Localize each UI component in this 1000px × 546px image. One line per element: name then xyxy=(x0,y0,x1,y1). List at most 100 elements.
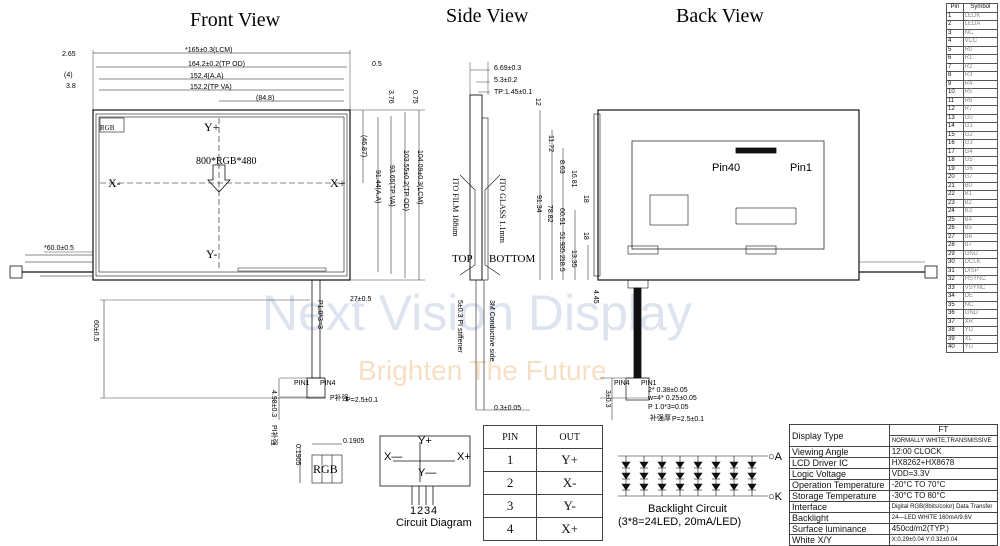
lcd-pin-symbol: B0 xyxy=(962,181,999,191)
led-icon xyxy=(711,483,721,491)
led-icon xyxy=(639,461,649,469)
axis-y-minus: Y- xyxy=(206,247,217,261)
spec-key: Viewing Angle xyxy=(789,446,890,458)
dim-left-2: (4) xyxy=(64,72,73,79)
lcd-pin-symbol: B5 xyxy=(962,224,999,234)
front-p-note: P补强 xyxy=(330,393,349,402)
lcd-pin-number: 34 xyxy=(946,292,964,302)
lcd-pin-number: 36 xyxy=(946,309,964,319)
back-side-dim: 3±0.3 xyxy=(604,390,611,408)
led-icon xyxy=(711,461,721,469)
lcd-pin-number: 21 xyxy=(946,181,964,191)
spec-key: Display Type xyxy=(789,424,890,447)
dim-connector: *60.0±0.5 xyxy=(44,245,74,252)
led-icon xyxy=(711,472,721,480)
lcd-pin-symbol: G2 xyxy=(962,130,999,140)
lcd-pin-symbol: G5 xyxy=(962,156,999,166)
back-pin4: PIN4 xyxy=(614,380,630,387)
lcd-pin-symbol: G0 xyxy=(962,113,999,123)
lcd-pin-symbol: R7 xyxy=(962,105,999,115)
lcd-pin-number: 7 xyxy=(946,62,964,72)
dim-lcm-height: 104.09±0.3(LCM) xyxy=(416,150,423,204)
spec-value: 450cd/m2(TYP.) xyxy=(888,523,999,535)
lcd-pin-number: 26 xyxy=(946,224,964,234)
back-p-dim: P=2.5±0.1 xyxy=(672,416,704,423)
back-dim-445: 4.45 xyxy=(592,290,599,304)
side-top: TOP xyxy=(452,253,473,265)
lcd-pin-number: 5 xyxy=(946,45,964,55)
led-icon xyxy=(657,461,667,469)
lcd-pin-number: 6 xyxy=(946,54,964,64)
touch-pin-out: X+ xyxy=(536,517,603,541)
spec-value: Digital RGB(8bits/color) Data Transfer xyxy=(888,501,999,513)
back-dim-1172: 11.72 xyxy=(547,135,554,152)
front-view xyxy=(9,50,425,420)
dim-lcm-width: *165±0.3(LCM) xyxy=(185,47,232,54)
lcd-pin-symbol: HSYNC xyxy=(962,275,999,285)
watermark-slogan: Brighten The Future xyxy=(358,355,607,386)
lcd-pin-symbol: B4 xyxy=(962,215,999,225)
front-view-title: Front View xyxy=(190,9,281,31)
lcd-pin-symbol: G6 xyxy=(962,164,999,174)
led-icon xyxy=(675,483,685,491)
back-dim-185: 18.5 xyxy=(558,258,565,272)
lcd-pin-number: 28 xyxy=(946,241,964,251)
front-pin1: PIN1 xyxy=(294,380,310,387)
led-icon xyxy=(693,472,703,480)
side-conductive: 3M Conductive side xyxy=(488,300,495,362)
touch-pin-out: X- xyxy=(536,471,603,495)
lcd-pin-symbol: NC xyxy=(962,300,999,310)
lcd-pin-number: 29 xyxy=(946,249,964,259)
back-view-labels: 12 11.72 91.34 78.82 60.51 51.9 35.2 18.… xyxy=(534,98,812,423)
spec-key: Storage Temperature xyxy=(789,490,890,502)
resolution-label: 800*RGB*480 xyxy=(196,156,257,167)
lcd-pin-number: 19 xyxy=(946,164,964,174)
lcd-pin-symbol: G4 xyxy=(962,147,999,157)
back-dim-519: 51.9 xyxy=(558,232,565,246)
touch-pin-out: Y+ xyxy=(536,448,603,472)
lcd-pin-symbol: B1 xyxy=(962,190,999,200)
side-film: ITO FILM 188um xyxy=(451,178,460,237)
led-icon xyxy=(621,472,631,480)
led-icon xyxy=(639,483,649,491)
dim-half-height: (46.87) xyxy=(360,135,367,157)
spec-value: VDD=3.3V xyxy=(888,468,999,480)
led-icon xyxy=(729,461,739,469)
side-view xyxy=(459,62,530,411)
back-p-note: 补强厚 xyxy=(650,413,671,422)
axis-x-plus: X+ xyxy=(330,176,346,190)
dim-left-1: 2.65 xyxy=(62,51,76,58)
touch-pin-number: 1 xyxy=(482,448,538,472)
spec-value: 12:00 CLOCK xyxy=(888,446,999,458)
touch-pin-number: 3 xyxy=(482,494,538,518)
dim-right-075: 0.75 xyxy=(411,90,418,104)
spec-key: Logic Voltage xyxy=(789,468,890,480)
axis-x-minus: X- xyxy=(108,176,121,190)
dim-right-376: 3.76 xyxy=(387,90,394,104)
circuit-x-minus: X— xyxy=(384,451,402,463)
spec-key: White X/Y xyxy=(789,534,890,546)
lcd-pin-symbol: R3 xyxy=(962,71,999,81)
lcd-pin-symbol: NC xyxy=(962,28,999,38)
led-icon xyxy=(621,483,631,491)
back-view-title: Back View xyxy=(676,5,764,27)
side-glass: ITO GLASS 1.1mm xyxy=(498,178,507,244)
lcd-pin-symbol: R1 xyxy=(962,54,999,64)
